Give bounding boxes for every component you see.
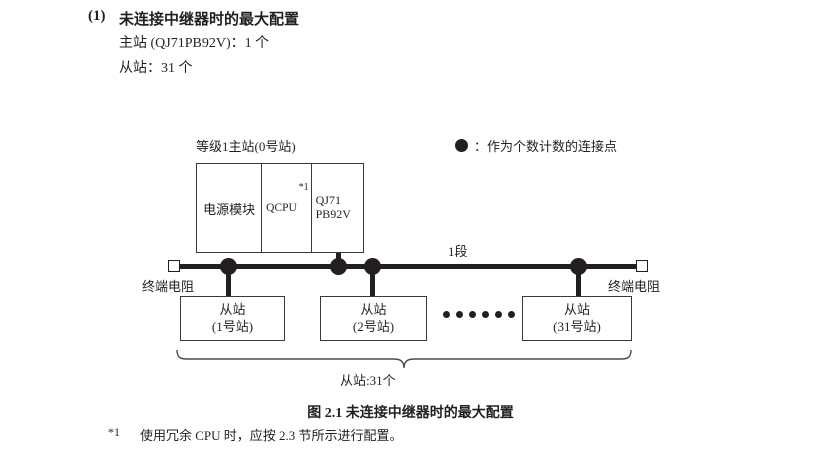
- slave-station-box: 从站 (1号站): [180, 296, 285, 341]
- ellipsis-dot-icon: [495, 311, 502, 318]
- rack-cell-qcpu: QCPU *1: [262, 164, 312, 252]
- legend-label: ：作为个数计数的连接点: [474, 139, 618, 154]
- segment-label: 1段: [448, 244, 468, 259]
- terminal-resistor-right-label: 终端电阻: [608, 279, 661, 294]
- slave-31-drop-line: [576, 266, 581, 296]
- heading-number: (1): [88, 8, 106, 24]
- slave-2-drop-line: [370, 266, 375, 296]
- slave-name: 从站: [219, 302, 246, 318]
- power-module-label: 电源模块: [203, 201, 256, 217]
- slave-station-number: (2号站): [352, 318, 395, 334]
- rack-cell-power-module: 电源模块: [197, 164, 263, 252]
- terminal-resistor-left-icon: [168, 260, 180, 272]
- slave-station-number: (31号站): [553, 318, 601, 334]
- master-rack-label: 等级1主站(0号站): [196, 139, 296, 154]
- qcpu-label: QCPU: [266, 202, 297, 214]
- qj71pb92v-label-line2: PB92V: [315, 207, 351, 221]
- page-title: 未连接中继器时的最大配置: [119, 12, 300, 28]
- bus-trunk-line: [174, 264, 642, 269]
- connection-point-slave-2-icon: [364, 258, 381, 275]
- slave-group-total-label: 从站:31个: [340, 373, 396, 388]
- master-rack: 电源模块 QCPU *1 QJ71 PB92V: [196, 163, 364, 253]
- footnote-marker: *1: [108, 425, 120, 439]
- rack-cell-qj71pb92v: QJ71 PB92V: [312, 164, 363, 252]
- connection-point-slave-31-icon: [570, 258, 587, 275]
- spec-slave-count: 从站：31 个: [119, 61, 193, 76]
- qcpu-footnote-marker: *1: [298, 182, 309, 193]
- ellipsis-dot-icon: [443, 311, 450, 318]
- slave-group-brace: [176, 349, 632, 369]
- ellipsis-icon: [443, 311, 515, 318]
- spec-master-count: 主站 (QJ71PB92V)：1 个: [119, 36, 270, 51]
- connection-point-master-icon: [330, 258, 347, 275]
- ellipsis-dot-icon: [508, 311, 515, 318]
- figure-caption: 图 2.1 未连接中继器时的最大配置: [307, 406, 514, 421]
- slave-1-drop-line: [226, 266, 231, 296]
- footnote-text: 使用冗余 CPU 时，应按 2.3 节所示进行配置。: [140, 428, 403, 443]
- terminal-resistor-right-icon: [636, 260, 648, 272]
- slave-station-box: 从站 (2号站): [320, 296, 427, 341]
- slave-name: 从站: [563, 302, 590, 318]
- ellipsis-dot-icon: [456, 311, 463, 318]
- terminal-resistor-left-label: 终端电阻: [142, 279, 195, 294]
- ellipsis-dot-icon: [482, 311, 489, 318]
- legend: ：作为个数计数的连接点: [455, 136, 617, 155]
- slave-station-box: 从站 (31号站): [522, 296, 632, 341]
- qj71pb92v-label-line1: QJ71: [315, 193, 341, 208]
- ellipsis-dot-icon: [469, 311, 476, 318]
- slave-station-number: (1号站): [211, 318, 254, 334]
- filled-circle-icon: [455, 139, 468, 152]
- slave-name: 从站: [360, 302, 387, 318]
- connection-point-slave-1-icon: [220, 258, 237, 275]
